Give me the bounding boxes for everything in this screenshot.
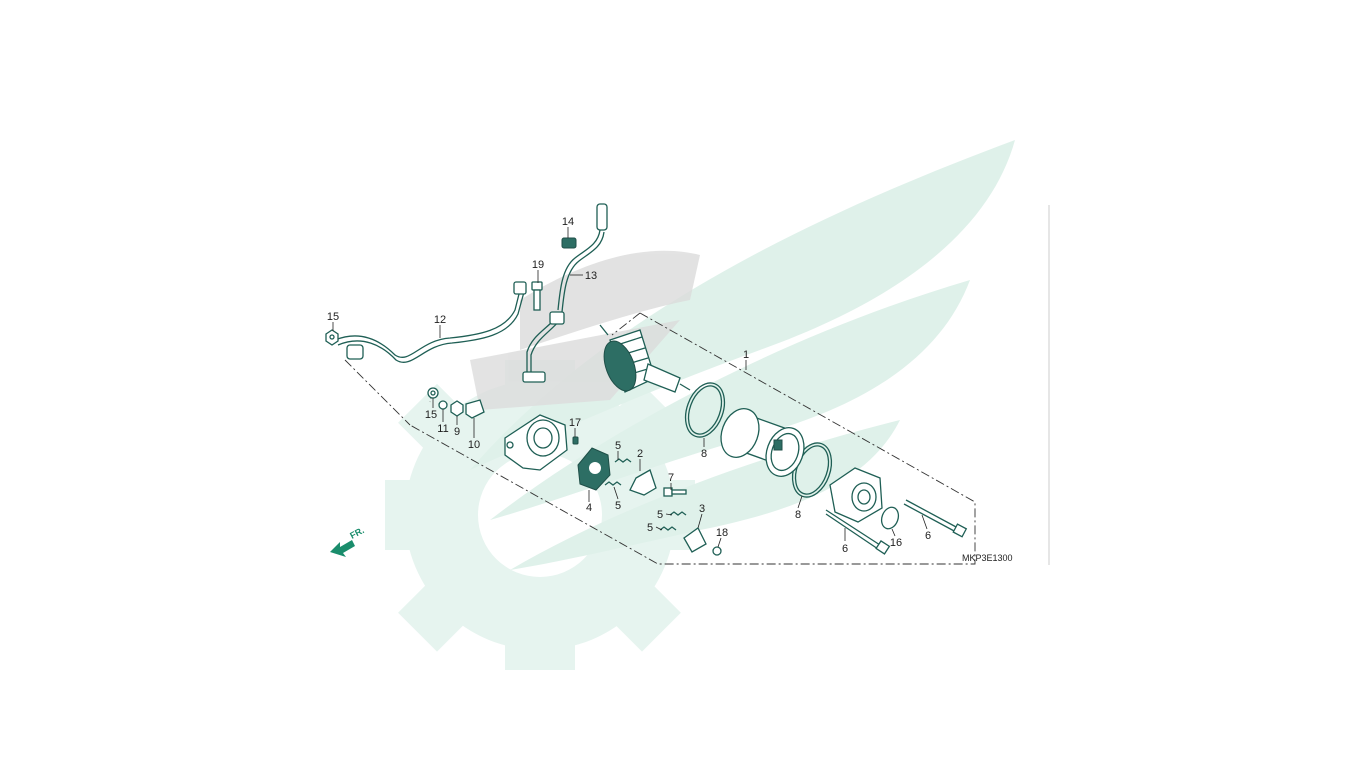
ground-cable-13	[522, 203, 608, 383]
front-direction-marker: FR.	[330, 525, 366, 557]
callout-1: 1	[743, 349, 749, 361]
brush-2	[629, 469, 657, 496]
front-cover	[504, 414, 568, 471]
bolt-7	[663, 487, 687, 497]
o-ring-17	[572, 436, 579, 445]
front-arrow-icon	[330, 540, 355, 557]
washer-nut-stack	[427, 387, 485, 419]
rear-cover	[829, 467, 883, 523]
cable-terminal-12	[513, 281, 527, 295]
brush-holder-4	[577, 447, 611, 491]
callout-10: 10	[468, 439, 480, 451]
nut-15-top	[325, 329, 339, 346]
cable-terminal-13	[596, 203, 608, 231]
o-ring-16	[880, 506, 900, 530]
callout-19: 19	[532, 259, 544, 271]
bolt-19	[531, 281, 543, 311]
callout-5-mid: 5	[615, 500, 621, 512]
cable-lug-13	[522, 371, 546, 383]
callout-3: 3	[699, 503, 705, 515]
callout-5-top: 5	[615, 440, 621, 452]
callout-18: 18	[716, 527, 728, 539]
armature	[599, 324, 691, 393]
motor-yoke	[720, 408, 805, 477]
o-ring-8-front	[684, 382, 726, 438]
drawing-code: MKP3E1300	[962, 553, 1013, 563]
callouts: 15 12 14 19 13 1 15 11 9 10 17 5 2 8 7 5…	[327, 216, 931, 555]
callout-11: 11	[437, 423, 448, 435]
cap-14	[561, 237, 577, 249]
callout-15-mid: 15	[425, 409, 437, 421]
brush-3	[683, 527, 707, 553]
callout-9: 9	[454, 426, 460, 438]
callout-12: 12	[434, 314, 446, 326]
leader-lines	[332, 227, 928, 548]
starter-cable-12	[334, 281, 527, 363]
callout-5-bottom: 5	[647, 522, 653, 534]
callout-17: 17	[569, 417, 581, 429]
callout-8-front: 8	[701, 448, 707, 460]
callout-2: 2	[637, 448, 643, 460]
front-label: FR.	[348, 525, 365, 541]
cable-clip-13	[549, 311, 565, 325]
callout-6-upper: 6	[925, 530, 931, 542]
callout-7: 7	[668, 472, 674, 484]
screw-18	[712, 546, 722, 556]
callout-4: 4	[586, 502, 592, 514]
callout-14: 14	[562, 216, 574, 228]
callout-8-rear: 8	[795, 509, 801, 521]
callout-6-lower: 6	[842, 543, 848, 555]
callout-5-low: 5	[657, 509, 663, 521]
through-bolt-6-lower	[825, 509, 891, 555]
callout-16: 16	[890, 537, 902, 549]
cable-boot-12	[346, 344, 364, 360]
callout-13: 13	[585, 270, 597, 282]
through-bolt-6-upper	[903, 499, 968, 538]
callout-15-top: 15	[327, 311, 339, 323]
